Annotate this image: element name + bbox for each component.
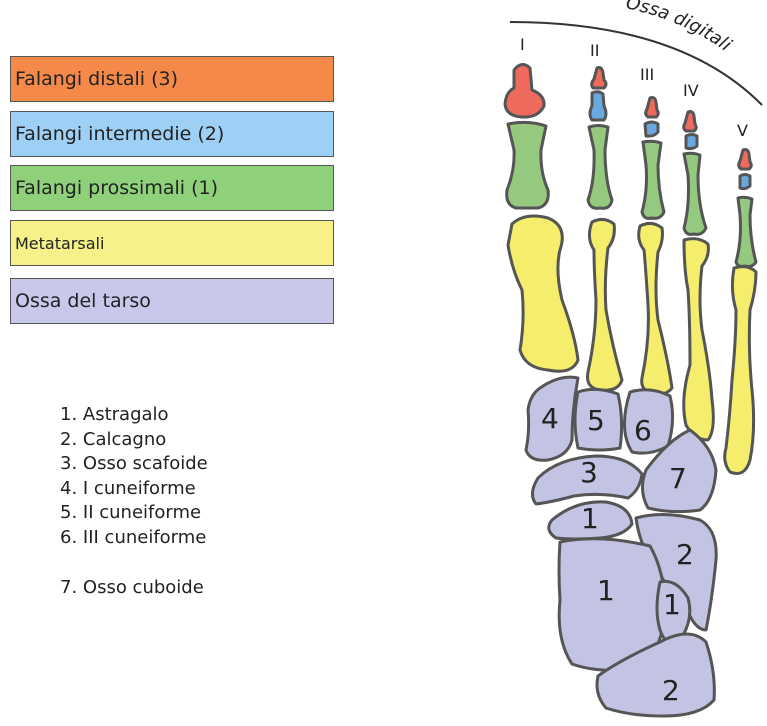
toe-numeral-2: II [590, 41, 599, 60]
metatarsal-5 [725, 267, 756, 474]
legend-item-intermediate-phalanges: Falangi intermedie (2) [10, 111, 334, 157]
label-calcaneus-anterior: 2 [676, 538, 694, 571]
legend-item-distal-phalanges: Falangi distali (3) [10, 56, 334, 102]
toe-numeral-3: III [640, 65, 654, 84]
metatarsal-2 [588, 219, 623, 390]
key-item-second-cuneiform: 5. II cuneiforme [60, 501, 208, 526]
proximal-phalanx-2 [588, 126, 612, 209]
legend-label: Falangi intermedie (2) [15, 123, 224, 145]
legend-item-proximal-phalanges: Falangi prossimali (1) [10, 165, 334, 211]
label-navicular: 3 [580, 456, 598, 489]
proximal-phalanx-1 [507, 122, 549, 208]
distal-phalanx-4 [684, 112, 697, 132]
proximal-phalanx-3 [642, 141, 664, 218]
legend-item-metatarsals: Metatarsali [10, 220, 334, 266]
intermediate-phalanx-4 [686, 135, 697, 149]
legend-label: Ossa del tarso [15, 290, 151, 312]
legend-label: Falangi prossimali (1) [15, 177, 218, 199]
label-calcaneus-posterior: 2 [662, 674, 680, 707]
metatarsal-1 [508, 216, 578, 371]
label-astragalus-posterior: 1 [663, 588, 681, 621]
proximal-phalanx-4 [684, 153, 706, 234]
label-astragalus-body: 1 [597, 574, 615, 607]
key-item-first-cuneiform: 4. I cuneiforme [60, 477, 208, 502]
distal-phalanx-2 [592, 68, 606, 88]
label-second-cuneiform: 5 [587, 404, 605, 437]
toe-numeral-5: V [737, 121, 748, 140]
metatarsal-3 [639, 223, 672, 394]
metatarsal-4 [684, 239, 714, 440]
legend-label: Metatarsali [15, 234, 104, 253]
label-astragalus-head: 1 [581, 502, 599, 535]
label-first-cuneiform: 4 [541, 402, 559, 435]
key-item-astragalus: 1. Astragalo [60, 403, 208, 428]
label-cuboid: 7 [669, 462, 687, 495]
intermediate-phalanx-5 [740, 175, 750, 189]
key-item-navicular: 3. Osso scafoide [60, 452, 208, 477]
proximal-phalanx-5 [736, 197, 756, 266]
toe-numeral-1: I [520, 35, 525, 54]
foot-skeleton-diagram: Ossa digitali I II III IV V 4 5 6 3 7 1 … [480, 0, 767, 726]
label-third-cuneiform: 6 [634, 414, 652, 447]
distal-phalanx-5 [739, 150, 752, 170]
intermediate-phalanx-2 [590, 92, 606, 120]
distal-phalanx-1 [505, 64, 544, 117]
key-item-cuboid: 7. Osso cuboide [60, 576, 208, 601]
arc-label: Ossa digitali [624, 0, 735, 56]
bone-key-list: 1. Astragalo 2. Calcagno 3. Osso scafoid… [60, 403, 208, 601]
toe-numeral-4: IV [683, 81, 699, 100]
legend-label: Falangi distali (3) [15, 68, 178, 90]
key-item-third-cuneiform: 6. III cuneiforme [60, 526, 208, 551]
distal-phalanx-3 [646, 98, 659, 118]
legend-item-tarsal-bones: Ossa del tarso [10, 278, 334, 324]
key-item-calcaneus: 2. Calcagno [60, 428, 208, 453]
intermediate-phalanx-3 [645, 122, 658, 136]
